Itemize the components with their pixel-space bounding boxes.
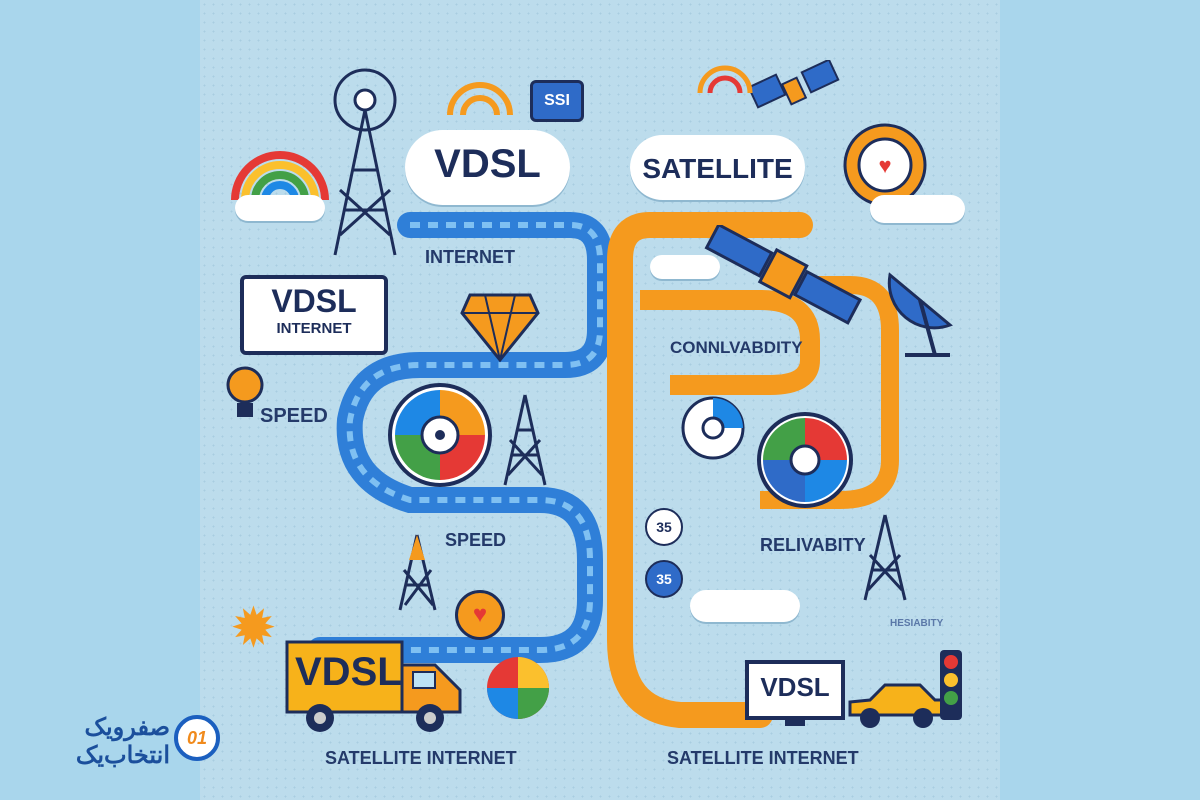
badge-35-a: 35 (645, 508, 683, 546)
cloud-decoration (650, 255, 720, 279)
label-internet: INTERNET (425, 247, 515, 267)
wifi-arc-icon (445, 60, 515, 125)
brand-logo-icon: 01 (174, 715, 220, 761)
ssi-badge: SSI (530, 80, 584, 122)
satellite-cloud: SATELLITE (630, 135, 805, 200)
car-icon (845, 680, 945, 735)
vdsl-monitor: VDSL (745, 660, 845, 735)
vdsl-cloud-title: VDSL (434, 142, 541, 186)
vdsl-sign-title: VDSL (271, 283, 357, 319)
brand-line-2: انتخاب‌یک (75, 742, 170, 769)
satellite-icon (747, 58, 840, 135)
vdsl-internet-sign: VDSL INTERNET (240, 275, 388, 355)
traffic-light-icon (940, 650, 962, 720)
brand-line-1: صفرویک (84, 714, 170, 741)
label-reliability: RELIVABITY (760, 535, 866, 555)
label-connectivity: CONNLVABDITY (670, 338, 803, 357)
label-speed-1: SPEED (260, 405, 328, 427)
satellite-large-icon (695, 222, 865, 340)
truck-label: VDSL (295, 650, 402, 694)
badge-35-b-text: 35 (656, 571, 672, 587)
right-bottom-caption: SATELLITE INTERNET (667, 748, 859, 768)
label-small: HESIABITY (890, 618, 944, 629)
tower-right-icon (860, 510, 910, 610)
lightbulb-icon (225, 365, 265, 430)
infographic-panel: VDSL SSI INTERNET VDSL INTERNET SPEED SP… (200, 0, 1000, 800)
dial-icon (680, 395, 746, 466)
speed-gauge-right (755, 410, 855, 515)
speed-gauge-left (385, 380, 495, 495)
small-tower-icon (395, 530, 440, 620)
vdsl-sign-subtitle: INTERNET (276, 320, 352, 337)
color-wheel-icon (485, 655, 551, 726)
monitor-label: VDSL (760, 672, 830, 702)
rainbow-icon (225, 140, 335, 215)
brand-logo-text: 01 (186, 727, 208, 748)
svg-text:♥: ♥ (878, 153, 891, 178)
brand-watermark: صفرویک انتخاب‌یک 01 (20, 705, 220, 785)
badge-35-a-text: 35 (656, 519, 672, 535)
lattice-tower-icon (500, 390, 550, 495)
roads-illustration (307, 212, 899, 728)
heart-icon: ♥ (455, 590, 505, 640)
ssi-badge-text: SSI (544, 92, 570, 109)
satellite-dish-icon (880, 265, 960, 370)
radio-tower-icon (315, 60, 415, 265)
gear-icon: ✹ (230, 596, 277, 659)
cloud-decoration (690, 590, 800, 622)
cloud-decoration (235, 195, 325, 221)
satellite-cloud-title: SATELLITE (642, 153, 793, 184)
wifi-signal-icon (695, 55, 755, 100)
badge-35-b: 35 (645, 560, 683, 598)
vdsl-cloud: VDSL (405, 130, 570, 205)
diamond-balloon-icon (460, 285, 540, 380)
label-speed-2: SPEED (445, 530, 507, 550)
left-bottom-caption: SATELLITE INTERNET (325, 748, 517, 768)
vdsl-truck: VDSL (285, 640, 470, 745)
cloud-decoration (870, 195, 965, 223)
